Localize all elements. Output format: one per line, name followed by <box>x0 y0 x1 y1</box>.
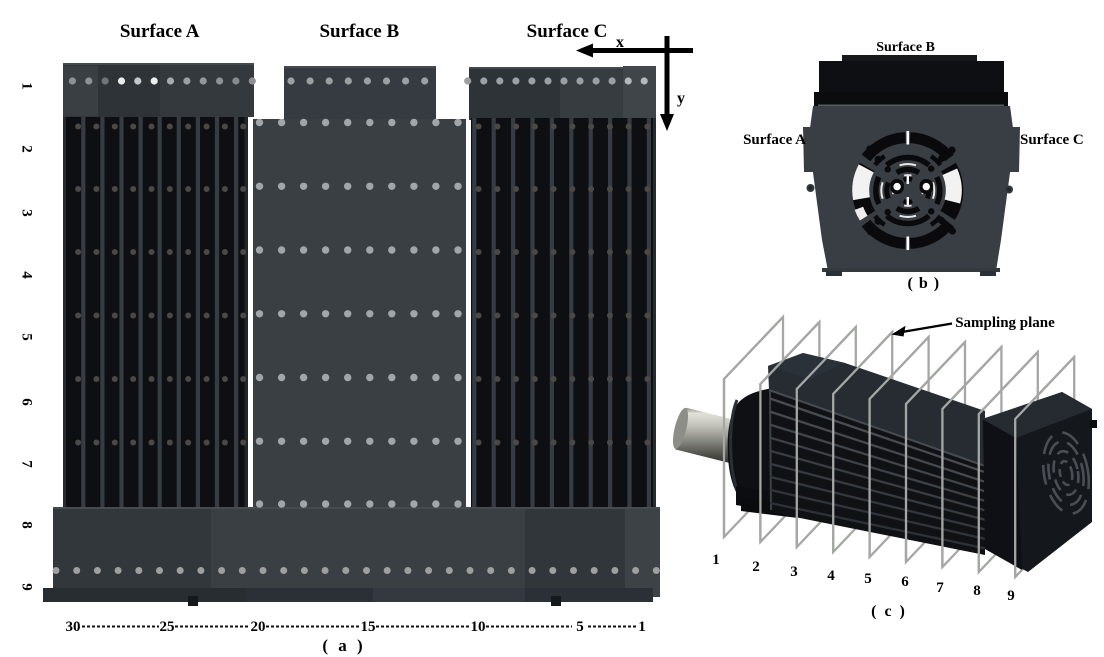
svg-text:7: 7 <box>19 460 35 468</box>
svg-text:Sampling plane: Sampling plane <box>955 315 1055 331</box>
svg-text:( a ): ( a ) <box>322 636 365 655</box>
svg-text:3: 3 <box>790 564 798 580</box>
svg-text:9: 9 <box>19 583 35 591</box>
svg-text:5: 5 <box>576 619 584 635</box>
svg-text:3: 3 <box>19 209 35 217</box>
svg-text:5: 5 <box>19 333 35 341</box>
svg-text:Surface B: Surface B <box>876 40 935 55</box>
svg-text:( b ): ( b ) <box>908 275 941 292</box>
svg-text:10: 10 <box>471 619 486 635</box>
svg-text:4: 4 <box>827 568 835 584</box>
svg-text:x: x <box>616 34 624 51</box>
svg-text:Surface C: Surface C <box>527 21 608 42</box>
svg-text:8: 8 <box>973 583 981 599</box>
svg-text:15: 15 <box>361 619 376 635</box>
svg-text:5: 5 <box>864 571 872 587</box>
svg-text:30: 30 <box>66 619 81 635</box>
svg-text:2: 2 <box>752 559 760 575</box>
svg-text:4: 4 <box>19 271 35 279</box>
svg-text:6: 6 <box>19 398 35 406</box>
svg-text:2: 2 <box>19 145 35 153</box>
svg-text:1: 1 <box>19 82 35 90</box>
svg-text:1: 1 <box>712 552 720 568</box>
svg-text:6: 6 <box>901 574 909 590</box>
svg-text:1: 1 <box>638 619 646 635</box>
svg-text:Surface A: Surface A <box>743 132 806 148</box>
svg-text:( c ): ( c ) <box>871 603 907 620</box>
svg-text:7: 7 <box>936 580 944 596</box>
svg-text:25: 25 <box>160 619 175 635</box>
svg-text:8: 8 <box>19 521 35 529</box>
svg-text:Surface C: Surface C <box>1020 132 1084 148</box>
svg-text:Surface A: Surface A <box>120 21 200 42</box>
svg-text:Surface B: Surface B <box>319 21 399 42</box>
svg-text:y: y <box>677 90 685 107</box>
svg-text:20: 20 <box>251 619 266 635</box>
svg-text:9: 9 <box>1007 588 1015 604</box>
